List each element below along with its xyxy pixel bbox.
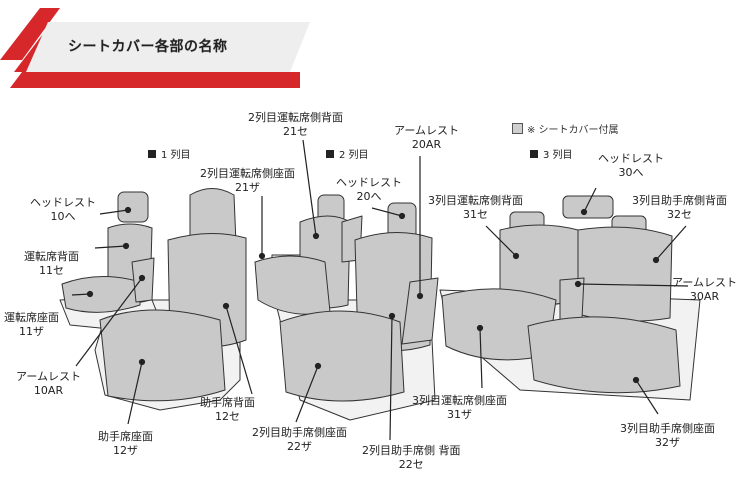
- legend: ※ シートカバー付属: [512, 121, 619, 136]
- row3-passenger-back: [577, 226, 673, 322]
- row3-passenger-seat: [527, 316, 681, 394]
- legend-text: ※ シートカバー付属: [527, 125, 619, 136]
- row1-driver-seat: [61, 275, 141, 313]
- square-bullet-icon: [148, 149, 156, 158]
- row-head-3: 3 列目: [530, 146, 573, 161]
- banner-panel: [26, 22, 310, 72]
- row2-passenger-seat: [279, 310, 405, 402]
- title-banner: [0, 8, 310, 88]
- square-bullet-icon: [530, 149, 538, 158]
- row-head-2: 2 列目: [326, 146, 369, 161]
- row-head-1: 1 列目: [148, 146, 191, 161]
- row2-armrest: [401, 277, 439, 345]
- cover-swatch-icon: [512, 123, 523, 134]
- leader-lines: [71, 139, 689, 441]
- square-bullet-icon: [326, 149, 334, 158]
- page-title: シートカバー各部の名称: [68, 39, 228, 55]
- row2-seats: [254, 194, 439, 421]
- row1-driver-headrest: [117, 191, 149, 223]
- banner-accent-stripe-1: [0, 8, 60, 60]
- row1-seats: [59, 188, 247, 411]
- row3-seats: [439, 195, 701, 401]
- row3-headrest: [562, 195, 614, 219]
- row2-driver-seat: [254, 255, 331, 315]
- banner-accent-bar: [10, 72, 300, 88]
- row1-passenger-seat: [99, 309, 226, 402]
